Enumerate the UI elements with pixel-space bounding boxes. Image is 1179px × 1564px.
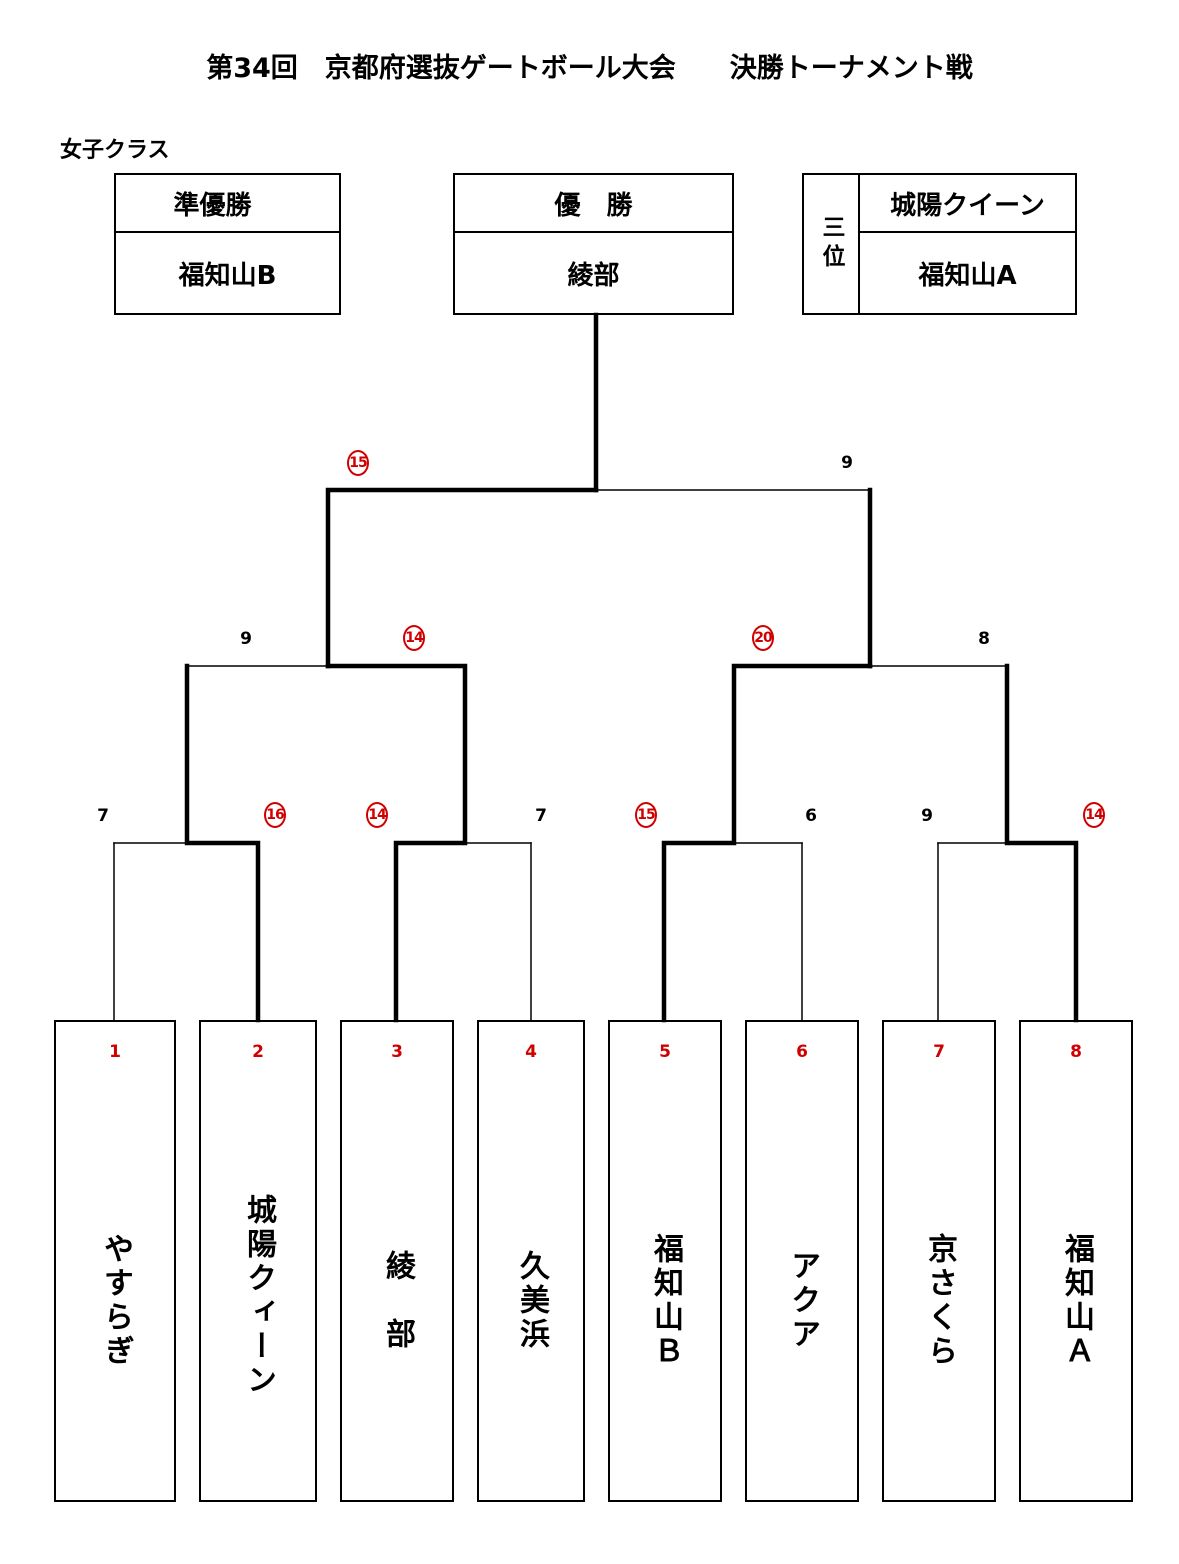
team-box: 3 綾 部 <box>340 1020 454 1502</box>
qf2-score-right: 7 <box>535 806 547 826</box>
runner-up-team: 福知山B <box>178 260 277 291</box>
team-number: 5 <box>659 1042 671 1062</box>
team-name: 城陽クィーン <box>241 1194 276 1398</box>
qf4-score-left: 9 <box>921 806 933 826</box>
team-number: 2 <box>252 1042 264 1062</box>
team-box: 5 福知山Ｂ <box>608 1020 722 1502</box>
team-number: 1 <box>109 1042 121 1062</box>
team-number: 6 <box>796 1042 808 1062</box>
semi1-score-right: 14 <box>403 625 425 651</box>
third-place-label-cell: 三位 <box>804 175 860 313</box>
third-place-label: 三位 <box>818 215 844 273</box>
team-name: アクア <box>785 1250 820 1352</box>
team-box: 7 京さくら <box>882 1020 996 1502</box>
team-number: 3 <box>391 1042 403 1062</box>
qf3-score-left: 15 <box>635 802 657 828</box>
semi1-score-left: 9 <box>240 629 252 649</box>
third-place-box: 三位 城陽クイーン 福知山A <box>802 173 1077 315</box>
team-name: 久美浜 <box>514 1250 549 1352</box>
runner-up-box: 準優勝 福知山B <box>114 173 341 315</box>
team-name: 福知山Ａ <box>1059 1233 1094 1369</box>
class-label: 女子クラス <box>60 138 170 163</box>
team-name: やすらぎ <box>98 1233 133 1369</box>
third-place-team-1: 城陽クイーン <box>860 175 1075 233</box>
third-place-team-2: 福知山A <box>918 260 1017 291</box>
bracket-thin-lines <box>113 489 1008 1021</box>
semi2-score-right: 8 <box>978 629 990 649</box>
semi2-score-left: 20 <box>752 625 774 651</box>
runner-up-label: 準優勝 <box>116 175 339 233</box>
qf4-score-right: 14 <box>1083 802 1105 828</box>
team-number: 8 <box>1070 1042 1082 1062</box>
champion-label: 優 勝 <box>455 175 732 233</box>
qf2-score-left: 14 <box>366 802 388 828</box>
page-title: 第34回 京都府選抜ゲートボール大会 決勝トーナメント戦 <box>206 53 973 84</box>
team-box: 1 やすらぎ <box>54 1020 176 1502</box>
qf1-score-right: 16 <box>264 802 286 828</box>
team-box: 2 城陽クィーン <box>199 1020 317 1502</box>
team-name: 京さくら <box>922 1233 957 1369</box>
team-box: 4 久美浜 <box>477 1020 585 1502</box>
team-name: 綾 部 <box>380 1250 415 1352</box>
champion-box: 優 勝 綾部 <box>453 173 734 315</box>
bracket-winner-lines <box>184 312 1079 1023</box>
team-number: 4 <box>525 1042 537 1062</box>
qf1-score-left: 7 <box>97 806 109 826</box>
team-box: 8 福知山Ａ <box>1019 1020 1133 1502</box>
team-name: 福知山Ｂ <box>648 1233 683 1369</box>
team-number: 7 <box>933 1042 945 1062</box>
final-score-left: 15 <box>347 450 369 476</box>
final-score-right: 9 <box>841 453 853 473</box>
champion-team: 綾部 <box>567 260 620 291</box>
qf3-score-right: 6 <box>805 806 817 826</box>
team-box: 6 アクア <box>745 1020 859 1502</box>
